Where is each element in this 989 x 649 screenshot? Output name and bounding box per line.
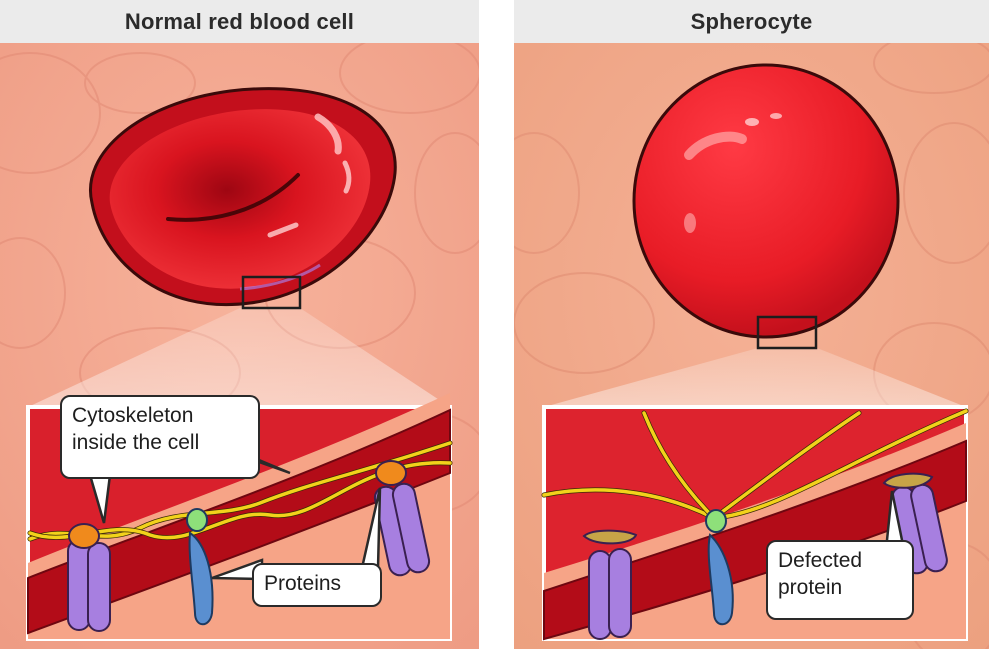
cytoskeleton-callout: Cytoskeleton inside the cell: [60, 395, 260, 479]
defected-protein-complex-left: [582, 529, 638, 640]
zoom-box: [756, 315, 818, 350]
defected-protein-callout: Defected protein: [766, 540, 914, 620]
spherocyte-cell: [632, 63, 900, 339]
panel-title-bar: Spherocyte: [514, 0, 989, 43]
defected-protein-complex-right: [882, 472, 948, 575]
panel-title: Spherocyte: [690, 8, 813, 34]
normal-cell-panel: Normal red blood cell: [0, 0, 479, 649]
proteins-callout: Proteins: [252, 563, 382, 607]
zoom-beam: [544, 348, 966, 407]
panel-title: Normal red blood cell: [124, 8, 355, 34]
spherocyte-panel: Spherocyte: [514, 0, 989, 649]
panel-title-bar: Normal red blood cell: [0, 0, 479, 43]
normal-red-blood-cell: [89, 87, 397, 306]
protein-anchor: [186, 508, 214, 626]
protein-anchor: [705, 509, 734, 626]
spherocyte-illustration: [514, 43, 989, 649]
protein-complex-left: [67, 523, 111, 632]
cytoskeleton-fibers: [541, 408, 969, 521]
protein-complex-right: [373, 460, 431, 577]
zoom-beam: [28, 308, 450, 407]
normal-cell-illustration: [0, 43, 479, 649]
zoom-box: [241, 275, 302, 310]
